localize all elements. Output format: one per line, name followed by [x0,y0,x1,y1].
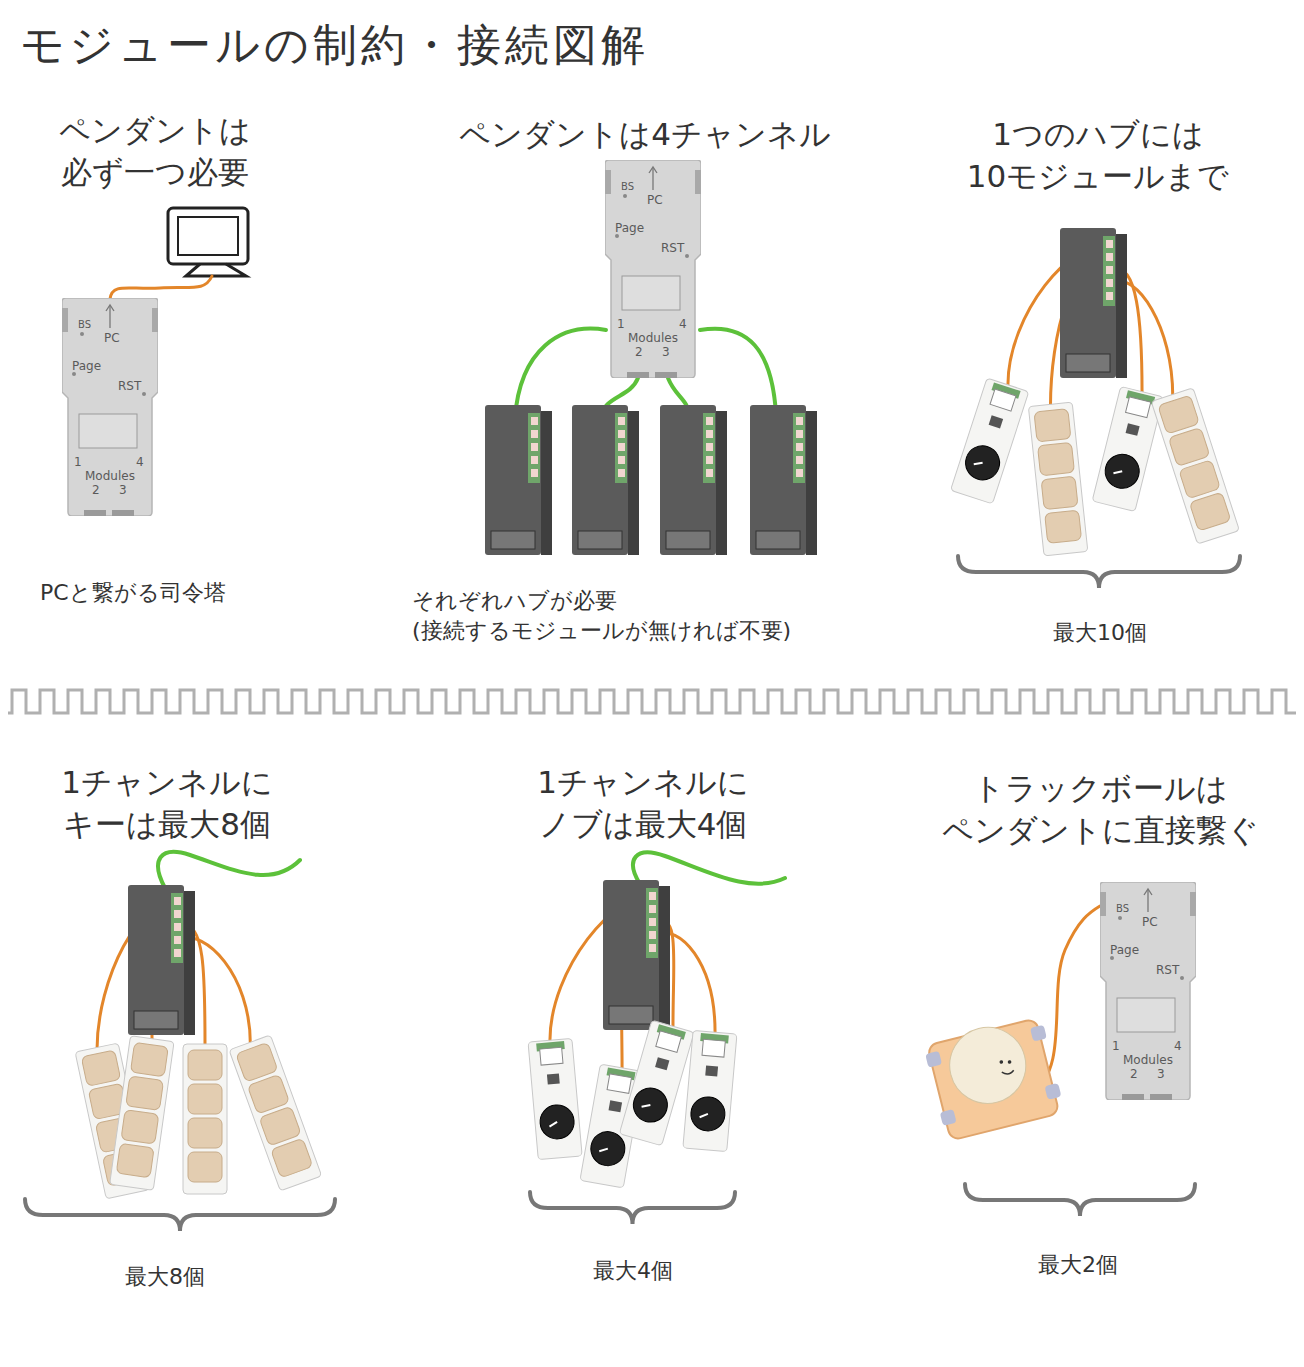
key-module [1151,388,1239,544]
section-heading: トラックボールは ペンダントに直接繋ぐ [910,768,1290,852]
curly-bracket [530,1192,735,1224]
silkscreen-label: 1 [1112,1040,1120,1052]
silkscreen-label: PC [647,194,663,206]
key-module [183,1044,227,1194]
silkscreen-label: 2 [92,484,100,496]
silkscreen-label: Page [1110,944,1139,956]
diagram-title: モジュールの制約・接続図解 [20,16,649,75]
section-heading: 1チャンネルに キーは最大8個 [27,762,307,846]
count-label: 最大10個 [1000,618,1200,648]
divider-wave [8,690,1296,713]
silkscreen-label: 2 [635,346,643,358]
hub-module [1060,228,1127,378]
hub-module [750,405,817,555]
section-heading: 1チャンネルに ノブは最大4個 [503,762,783,846]
knob-module [951,378,1029,504]
pendant-module: BS PC PageRST 1 4Modules 2 3 [605,160,701,378]
curly-bracket [25,1199,335,1231]
hub-module [603,880,670,1030]
silkscreen-label: 3 [119,484,127,496]
knob-module [683,1030,737,1151]
silkscreen-label: RST [1156,964,1179,976]
silkscreen-label: 1 [74,456,82,468]
hub-cable [515,329,606,418]
hub-module [485,405,552,555]
hub-module [128,885,195,1035]
note-text: それぞれハブが必要 (接続するモジュールが無ければ不要) [412,586,882,645]
module-cable [110,276,212,299]
silkscreen-label: Modules [85,470,135,482]
silkscreen-label: Page [615,222,644,234]
computer-icon [168,208,248,276]
count-label: 最大4個 [533,1256,733,1286]
silkscreen-label: Modules [628,332,678,344]
curly-bracket [965,1184,1195,1216]
pendant-module: BS PC PageRST 1 4Modules 2 3 [1100,882,1196,1100]
section-heading: ペンダントは 必ず一つ必要 [5,110,305,194]
curly-bracket [958,556,1240,588]
silkscreen-label: 4 [679,318,687,330]
pendant-outline [1100,882,1196,1100]
silkscreen-label: 1 [617,318,625,330]
pendant-outline [605,160,701,378]
silkscreen-label: Page [72,360,101,372]
knob-module [619,1020,694,1146]
silkscreen-label: BS [621,182,634,192]
pendant-outline [62,298,158,516]
silkscreen-label: 4 [1174,1040,1182,1052]
pendant-module: BS PC PageRST 1 4Modules 2 3 [62,298,158,516]
count-label: 最大8個 [65,1262,265,1292]
silkscreen-label: BS [78,320,91,330]
wires [97,245,1173,1092]
hub-cable [633,852,785,884]
key-module [110,1036,174,1191]
silkscreen-label: PC [1142,916,1158,928]
hub-cable [158,852,300,888]
hub-module [660,405,727,555]
silkscreen-label: RST [118,380,141,392]
silkscreen-label: RST [661,242,684,254]
silkscreen-label: Modules [1123,1054,1173,1066]
silkscreen-label: BS [1116,904,1129,914]
section-heading: 1つのハブには 10モジュールまで [928,114,1268,198]
note-text: PCと繋がる司令塔 [40,578,340,608]
knob-module [528,1038,582,1159]
hub-module [572,405,639,555]
key-module [1028,402,1087,556]
silkscreen-label: 3 [662,346,670,358]
hub-cable [700,329,776,414]
silkscreen-label: 2 [1130,1068,1138,1080]
silkscreen-label: PC [104,332,120,344]
count-label: 最大2個 [978,1250,1178,1280]
section-heading: ペンダントは4チャンネル [415,114,875,156]
key-module [229,1035,322,1191]
trackball-module [922,1013,1065,1141]
silkscreen-label: 4 [136,456,144,468]
silkscreen-label: 3 [1157,1068,1165,1080]
